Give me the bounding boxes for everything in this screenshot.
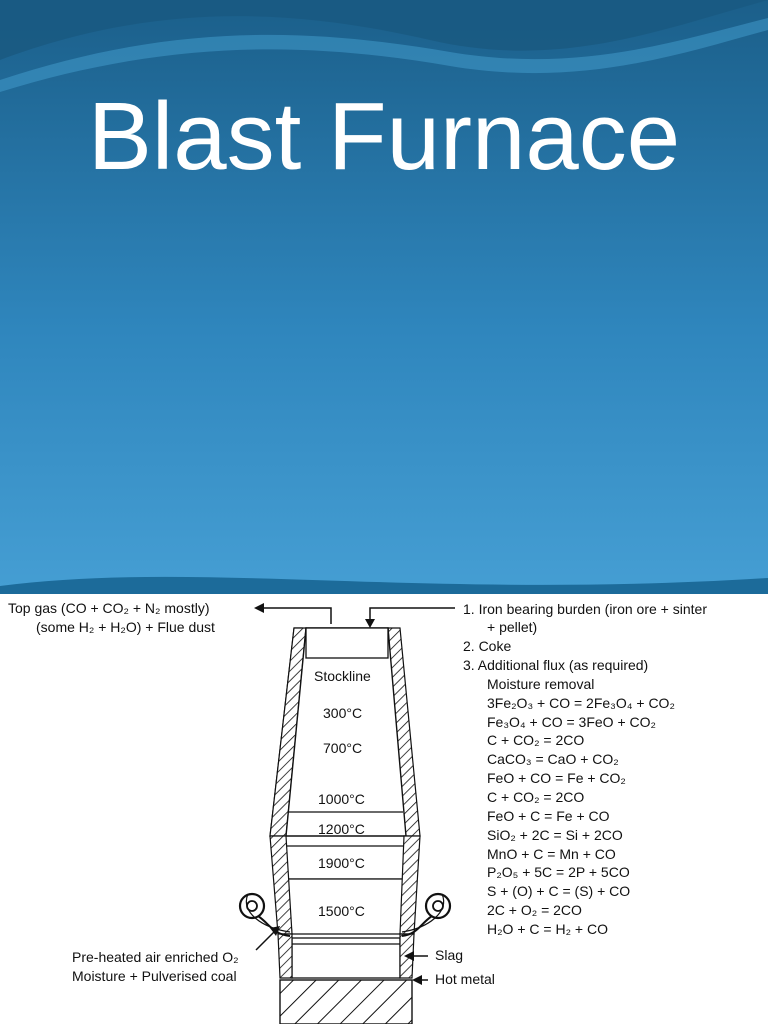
reaction-line: C + CO₂ = 2CO	[487, 732, 584, 748]
top-gas-arrow	[262, 607, 332, 624]
zone-label-1200: 1200°C	[318, 821, 365, 837]
air-input-line-1: Pre-heated air enriched O₂	[72, 949, 239, 965]
burden-arrow	[369, 607, 455, 620]
blast-furnace-diagram: Top gas (CO + CO₂ + N₂ mostly) (some H₂ …	[0, 594, 768, 1024]
slide-background	[0, 0, 768, 600]
air-input-line-2: Moisture + Pulverised coal	[72, 968, 237, 984]
reaction-line: FeO + C = Fe + CO	[487, 808, 610, 824]
burden-line-4: 3. Additional flux (as required)	[463, 657, 648, 673]
reaction-line: H₂O + C = H₂ + CO	[487, 921, 608, 937]
top-gas-line-2: (some H₂ + H₂O) + Flue dust	[36, 619, 215, 635]
burden-line-2: + pellet)	[487, 619, 537, 635]
zone-label-1000: 1000°C	[318, 791, 365, 807]
left-tuyere	[238, 892, 291, 937]
reaction-line: S + (O) + C = (S) + CO	[487, 883, 630, 899]
reaction-line: SiO₂ + 2C = Si + 2CO	[487, 827, 623, 843]
reaction-line: 3Fe₂O₃ + CO = 2Fe₃O₄ + CO₂	[487, 695, 675, 711]
furnace-drawing: Top gas (CO + CO₂ + N₂ mostly) (some H₂ …	[8, 600, 707, 1024]
top-gas-line-1: Top gas (CO + CO₂ + N₂ mostly)	[8, 600, 209, 616]
reaction-line: MnO + C = Mn + CO	[487, 846, 616, 862]
zone-label-1500: 1500°C	[318, 903, 365, 919]
hot-metal-label: Hot metal	[435, 971, 495, 987]
reaction-line: C + CO₂ = 2CO	[487, 789, 584, 805]
reaction-line: Moisture removal	[487, 676, 594, 692]
reaction-line: CaCO₃ = CaO + CO₂	[487, 751, 619, 767]
right-tuyere	[401, 892, 452, 937]
air-input-arrow	[255, 929, 277, 951]
foundation	[279, 979, 413, 1024]
burden-line-3: 2. Coke	[463, 638, 511, 654]
burden-line-1: 1. Iron bearing burden (iron ore + sinte…	[463, 601, 707, 617]
slide-title: Blast Furnace	[87, 83, 681, 190]
hearth	[291, 937, 401, 979]
top-wave	[0, 0, 768, 60]
slag-label: Slag	[435, 947, 463, 963]
reaction-line: P₂O₅ + 5C = 2P + 5CO	[487, 864, 630, 880]
reaction-line: Fe₃O₄ + CO = 3FeO + CO₂	[487, 714, 656, 730]
zone-label-1900: 1900°C	[318, 855, 365, 871]
top-wave-light	[0, 18, 768, 92]
zone-label-300: 300°C	[323, 705, 362, 721]
zone-label-stockline: Stockline	[314, 668, 371, 684]
reaction-line: 2C + O₂ = 2CO	[487, 902, 582, 918]
zone-label-700: 700°C	[323, 740, 362, 756]
reaction-line: FeO + CO = Fe + CO₂	[487, 770, 626, 786]
